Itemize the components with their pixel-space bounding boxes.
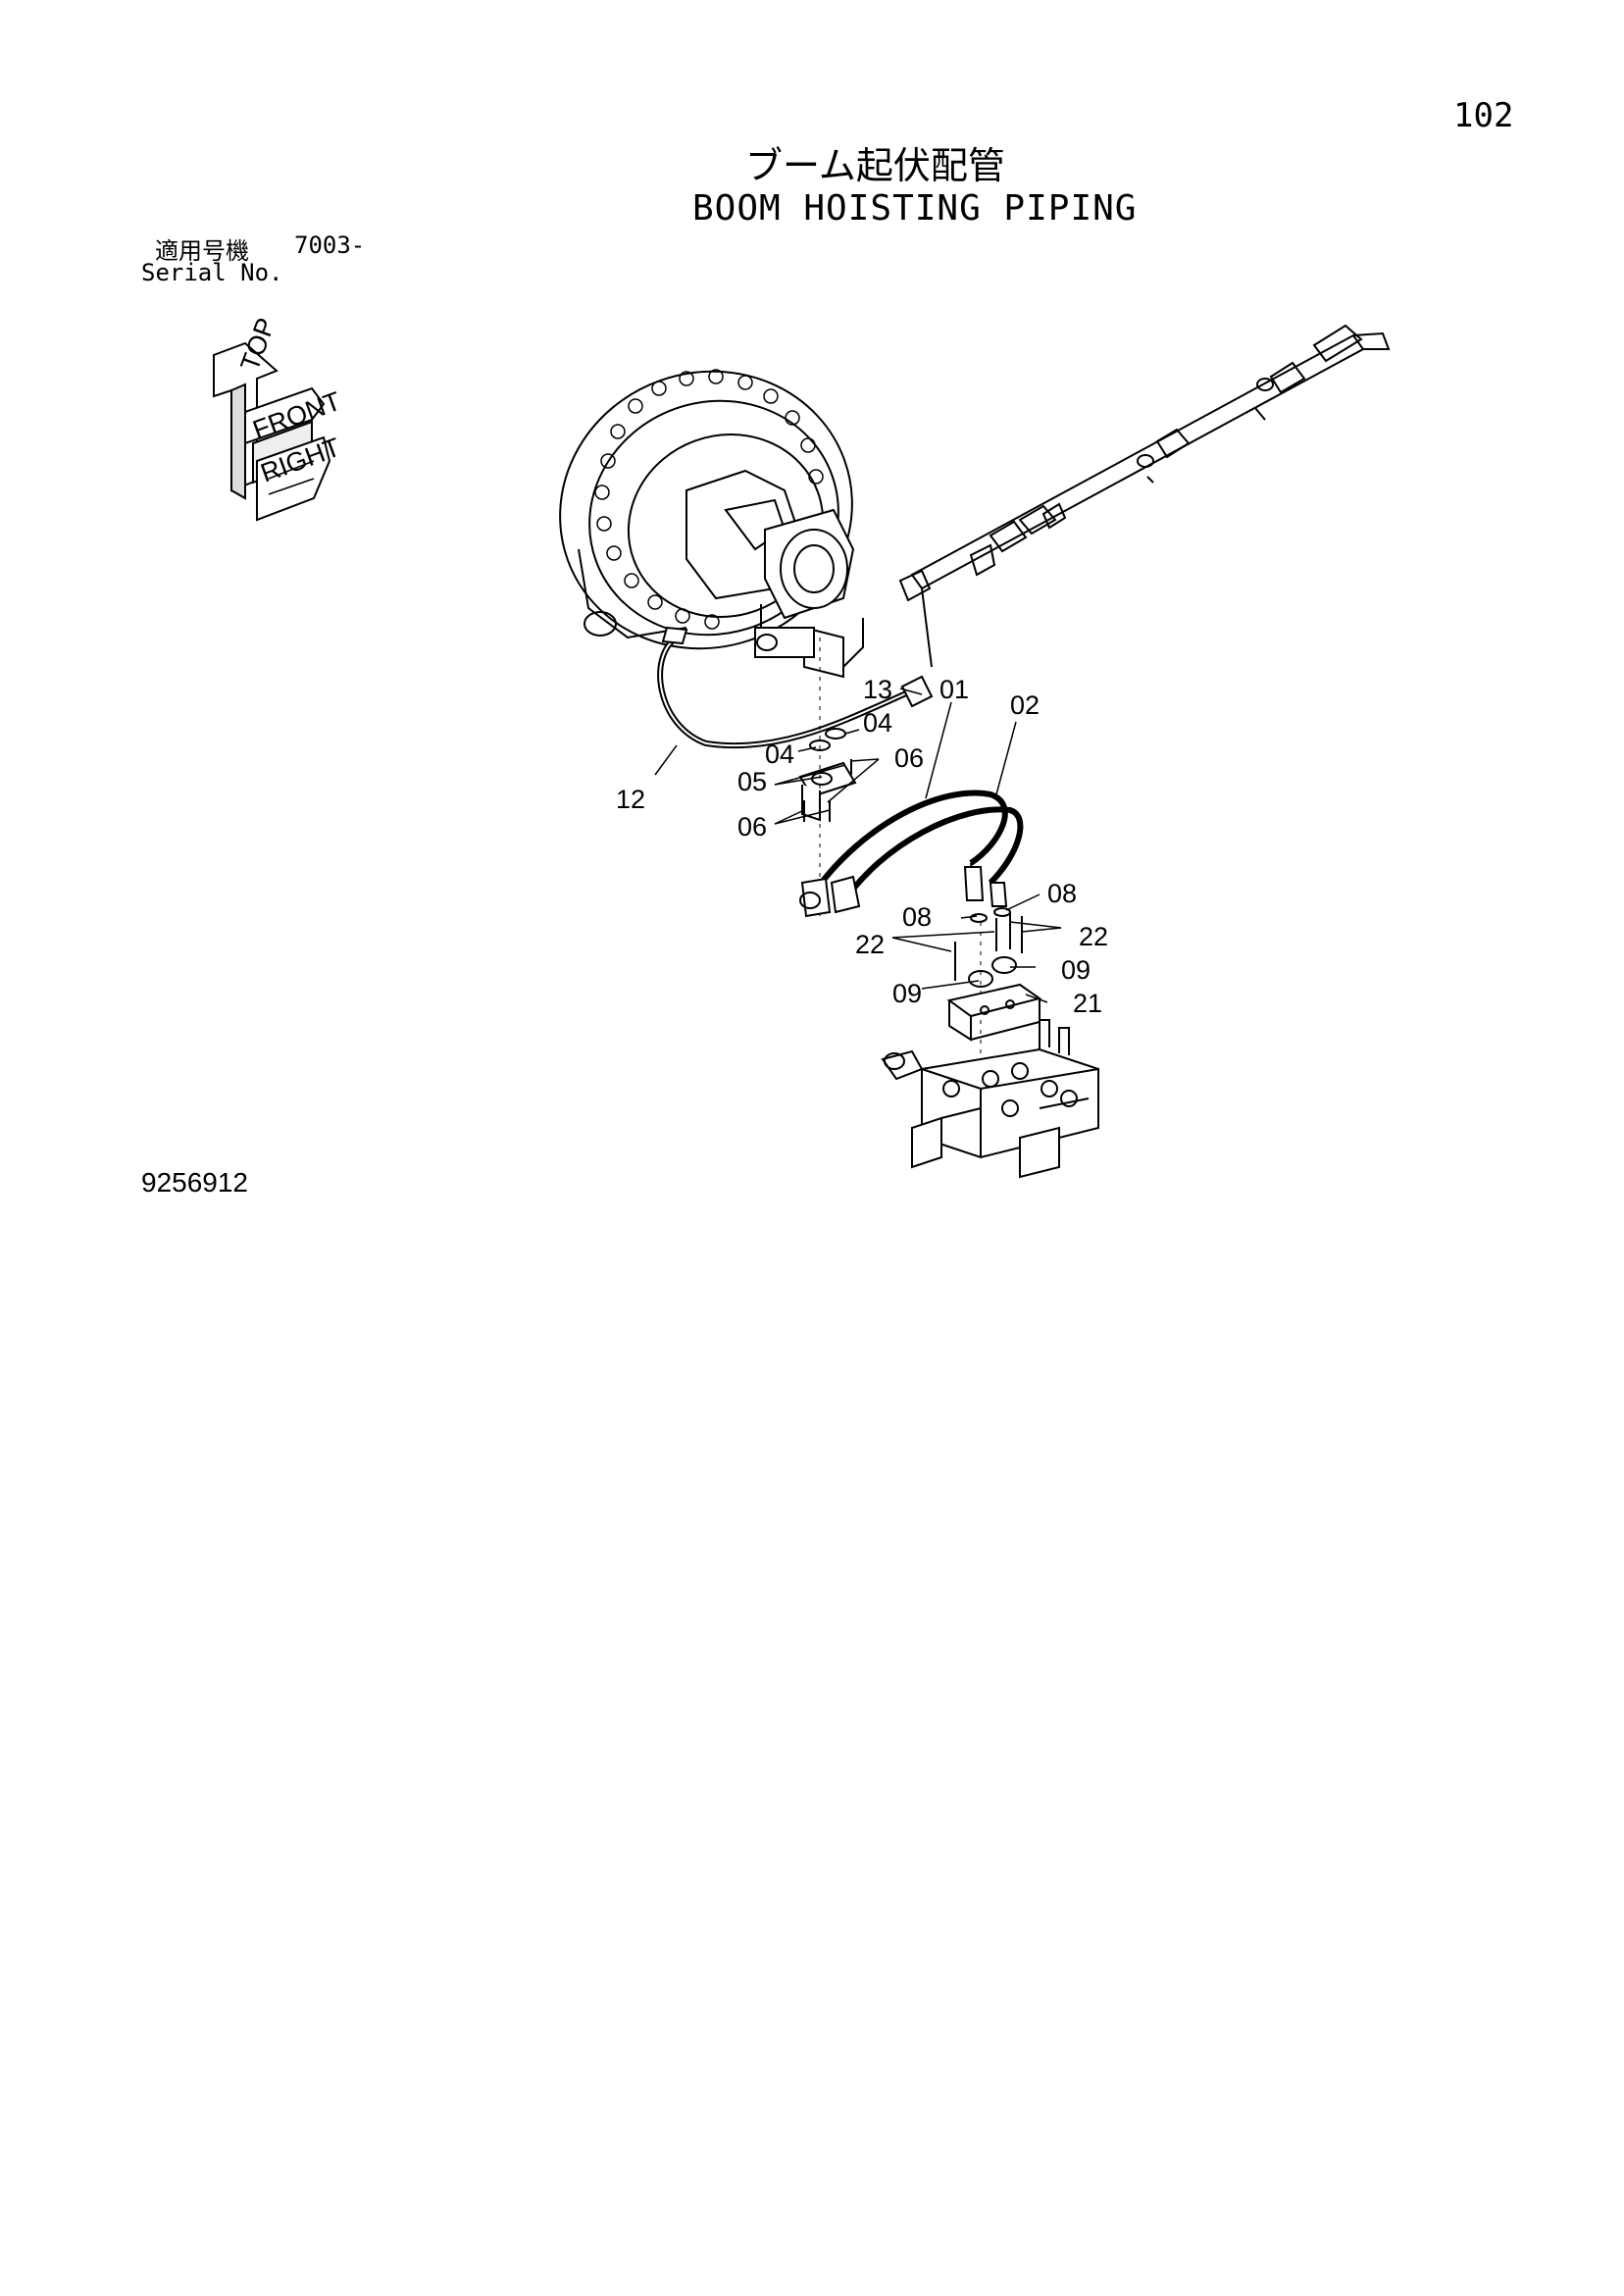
- callout-05: 05: [737, 767, 767, 796]
- callout-21: 21: [1073, 989, 1102, 1018]
- block-21: [946, 983, 1042, 1042]
- hose-01-02: [799, 790, 1024, 918]
- serial-label-english: Serial No.: [141, 259, 283, 286]
- serial-label-japanese: 適用号機: [155, 237, 249, 265]
- leader-lines: [654, 688, 1062, 1003]
- flange-05: [798, 638, 857, 922]
- callout-08: 08: [902, 902, 932, 932]
- callout-08: 08: [1047, 879, 1077, 908]
- callout-22: 22: [1079, 922, 1108, 951]
- serial-number-value: 7003-: [294, 231, 366, 259]
- callout-01: 01: [939, 675, 969, 704]
- callout-09: 09: [1061, 955, 1091, 985]
- orientation-icon: TOP FRONT RIGHT: [213, 314, 344, 522]
- callout-22: 22: [855, 930, 885, 959]
- callout-12: 12: [616, 785, 645, 814]
- page-number: 102: [1453, 96, 1514, 135]
- title-japanese: ブーム起伏配管: [745, 144, 1005, 187]
- callout-06: 06: [737, 812, 767, 842]
- winch-drum: [559, 369, 864, 679]
- callout-02: 02: [1010, 690, 1040, 720]
- callout-13: 13: [863, 675, 892, 704]
- orientation-top-label: TOP: [234, 314, 280, 375]
- drawing-number: 9256912: [141, 1167, 249, 1198]
- callout-04: 04: [863, 708, 892, 738]
- boom-pipe: [898, 324, 1391, 602]
- callout-09: 09: [892, 979, 922, 1008]
- control-valve: [881, 1019, 1099, 1179]
- callout-04: 04: [765, 740, 794, 769]
- callout-06: 06: [894, 743, 924, 773]
- title-english: BOOM HOISTING PIPING: [692, 188, 1138, 229]
